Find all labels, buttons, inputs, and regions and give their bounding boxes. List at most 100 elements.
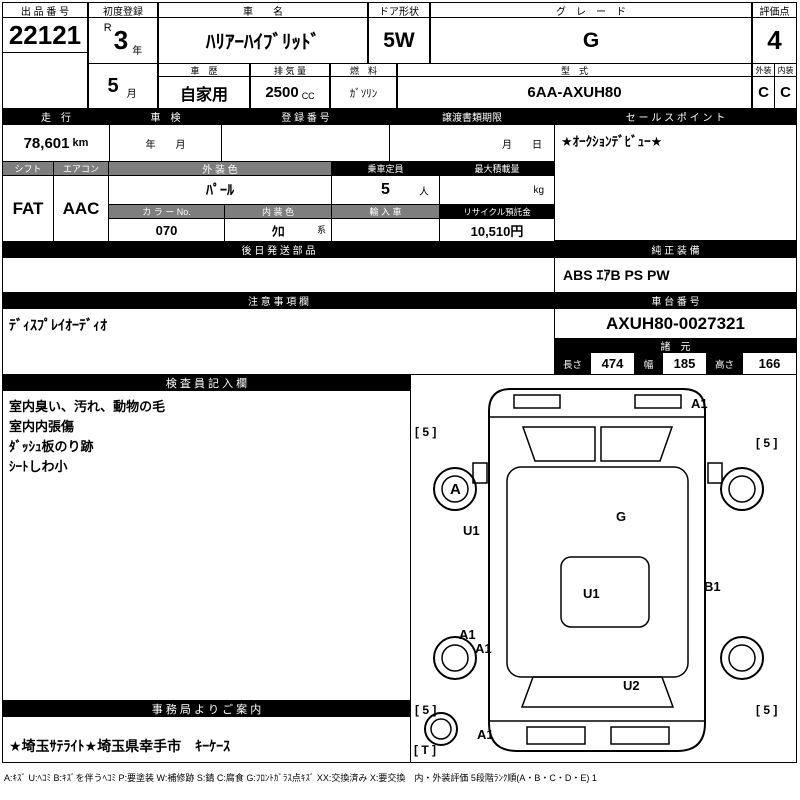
capacity-header: 乗車定員: [331, 161, 440, 176]
inspector-notes-area: 室内臭い、汚れ、動物の毛 室内内張傷 ﾀﾞｯｼｭ板のり跡 ｼｰﾄしわ小: [2, 390, 411, 701]
displacement-label: 排 気 量: [250, 63, 330, 77]
caution-notes-header: 注 意 事 項 欄: [2, 292, 555, 309]
aircon-header: エアコン: [53, 161, 109, 176]
model-code-label: 型 式: [397, 63, 752, 77]
first-registration-label: 初度登録: [88, 2, 158, 18]
fuel-value: ｶﾞｿﾘﾝ: [330, 76, 397, 109]
door-shape-value: 5W: [368, 17, 430, 64]
interior-color-header: 内 装 色: [224, 204, 332, 219]
auction-number-label: 出 品 番 号: [2, 2, 88, 18]
import-car-header: 輸 入 車: [331, 204, 440, 219]
car-name-value: ﾊﾘｱｰﾊｲﾌﾞﾘｯﾄﾞ: [158, 17, 368, 64]
interior-color-value: ｸﾛ: [271, 223, 285, 239]
interior-color-suffix: 系: [316, 225, 326, 235]
score-label: 評価点: [752, 2, 797, 18]
later-shipped-parts-value: [2, 257, 555, 293]
damage-code-legend: A:ｷｽﾞ U:ﾍｺﾐ B:ｷｽﾞを伴うﾍｺﾐ P:要塗装 W:補修跡 S:錆 …: [4, 773, 597, 783]
inspector-note-line: ﾀﾞｯｼｭ板のり跡: [9, 439, 94, 454]
displacement-value: 2500: [265, 84, 299, 101]
exterior-grade-label: 外装: [752, 63, 775, 77]
inspection-expiry-value: 年 月: [109, 124, 222, 162]
registration-number-value: [221, 124, 390, 162]
exterior-grade-value: C: [752, 76, 775, 109]
inspector-note-line: 室内臭い、汚れ、動物の毛: [9, 399, 166, 414]
damage-mark: G: [616, 509, 627, 524]
car-top-view-drawing: [424, 388, 764, 752]
grade-value: G: [430, 17, 752, 64]
shift-value: FAT: [2, 175, 54, 242]
color-number-value: 070: [108, 218, 225, 242]
aircon-value: AAC: [53, 175, 109, 242]
exterior-color-header: 外 装 色: [108, 161, 332, 176]
auction-number-value: 22121: [2, 17, 88, 53]
tire-depth-mark: [ 5 ]: [756, 703, 778, 717]
chassis-number-value: AXUH80-0027321: [554, 308, 797, 339]
later-shipped-parts-header: 後 日 発 送 部 品: [2, 241, 555, 258]
registration-number-header: 登 録 番 号: [221, 108, 390, 125]
width-value: 185: [662, 352, 707, 375]
height-label: 高さ: [706, 352, 743, 375]
displacement-unit: CC: [301, 91, 315, 101]
recycle-deposit-header: リサイクル預託金: [439, 204, 555, 219]
damage-mark: U1: [463, 523, 480, 538]
fuel-label: 燃 料: [330, 63, 397, 77]
month-unit-label: 月: [126, 89, 137, 100]
capacity-unit: 人: [419, 187, 429, 198]
capacity-value-cell: 5 人: [331, 175, 440, 205]
office-announcement-header: 事 務 局 よ り ご 案 内: [2, 700, 411, 717]
tire-depth-mark: [ 5 ]: [415, 703, 437, 717]
caution-notes-value: ﾃﾞｨｽﾌﾟﾚｲｵｰﾃﾞｨｵ: [2, 308, 555, 375]
tire-depth-mark: [ 5 ]: [756, 436, 778, 450]
capacity-value: 5: [381, 181, 390, 198]
inspector-note-line: 室内内張傷: [9, 419, 75, 434]
damage-mark: A1: [475, 641, 492, 656]
history-label: 車 歴: [158, 63, 250, 77]
model-code-value: 6AA-AXUH80: [397, 76, 752, 109]
max-load-value: kg: [439, 175, 555, 205]
year-unit-label: 年: [132, 46, 143, 57]
grade-label: グ レ ー ド: [430, 2, 752, 18]
car-name-label: 車 名: [158, 2, 368, 18]
damage-mark: A1: [477, 727, 494, 742]
exterior-color-value: ﾊﾟｰﾙ: [108, 175, 332, 205]
color-number-header: カ ラ ー No.: [108, 204, 225, 219]
mileage-value-cell: 78,601 km: [2, 124, 110, 162]
max-load-header: 最大積載量: [439, 161, 555, 176]
first-registration-month: 5: [107, 74, 119, 97]
mileage-value: 78,601: [23, 134, 70, 152]
inspection-expiry-header: 車 検: [109, 108, 222, 125]
genuine-equipment-value: ABS ｴｱB PS PW: [554, 257, 797, 293]
recycle-deposit-value: 10,510円: [439, 218, 555, 242]
shift-header: シフト: [2, 161, 54, 176]
first-registration-year: 3: [113, 25, 129, 55]
damage-mark: U2: [623, 678, 640, 693]
damage-mark: A: [450, 481, 461, 498]
dimensions-header: 諸 元: [554, 338, 797, 353]
transfer-deadline-value: 月 日: [389, 124, 555, 162]
interior-color-value-cell: ｸﾛ 系: [224, 218, 332, 242]
car-damage-diagram: A1 [ 5 ] [ 5 ] A U1 G U1 B1 A1 A1 U2 [ 5…: [410, 374, 797, 763]
history-value: 自家用: [158, 76, 250, 109]
inspector-notes-header: 検 査 員 記 入 欄: [2, 374, 411, 391]
import-car-value: [331, 218, 440, 242]
width-label: 幅: [634, 352, 663, 375]
mileage-header: 走 行: [2, 108, 110, 125]
chassis-number-header: 車 台 番 号: [554, 292, 797, 309]
tire-depth-mark: [ 5 ]: [415, 425, 437, 439]
first-registration-year-cell: R 3 年: [88, 17, 158, 64]
sales-point-value: ★ｵｰｸｼｮﾝﾃﾞﾋﾞｭｰ★: [554, 124, 797, 241]
damage-mark: A1: [691, 396, 708, 411]
first-registration-month-cell: 5 月: [88, 63, 158, 109]
damage-mark: U1: [583, 586, 600, 601]
length-label: 長さ: [554, 352, 591, 375]
office-announcement-value: ★埼玉ｻﾃﾗｲﾄ★埼玉県幸手市 ｷｰｹｰｽ: [2, 716, 411, 763]
damage-mark: A1: [459, 627, 476, 642]
door-shape-label: ドア形状: [368, 2, 430, 18]
height-value: 166: [742, 352, 797, 375]
score-value: 4: [752, 17, 797, 64]
auction-number-empty-cell: [2, 52, 88, 109]
genuine-equipment-header: 純 正 装 備: [554, 241, 797, 258]
era-code: R: [103, 22, 112, 34]
transfer-deadline-header: 譲渡書類期限: [389, 108, 555, 125]
